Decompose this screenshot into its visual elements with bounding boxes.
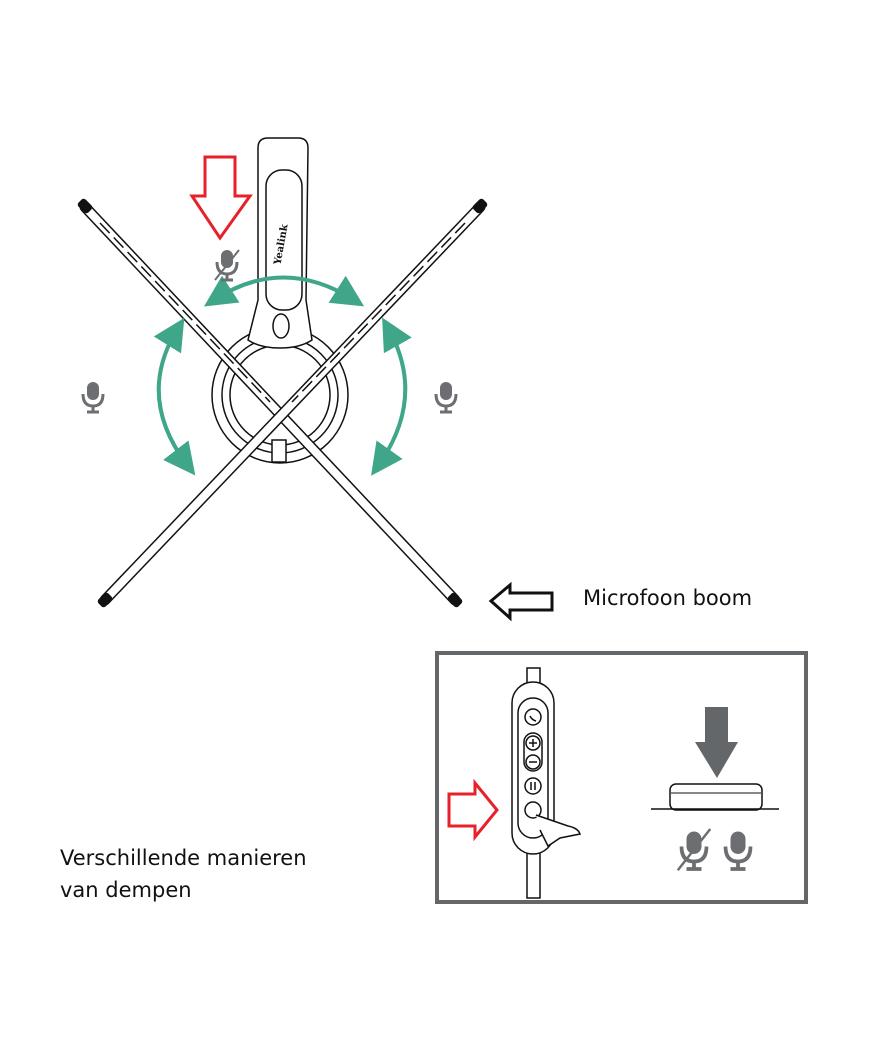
- mic-icon: [81, 380, 105, 414]
- microphone-boom-label: Microfoon boom: [583, 586, 753, 610]
- mute-button-illustration: [651, 707, 779, 811]
- mute-methods-label-line2: van dempen: [60, 878, 192, 902]
- mic-muted-icon: [676, 828, 712, 872]
- headset-arm: Yealink: [247, 137, 313, 349]
- voice-icon: [524, 777, 542, 795]
- boom-tips: [77, 198, 488, 608]
- rotation-arrows: [153, 275, 412, 476]
- red-right-arrow: [447, 778, 499, 842]
- inline-remote: [511, 667, 581, 899]
- mic-icon: [434, 380, 458, 414]
- microphone-boom-right: [99, 201, 486, 606]
- phone-icon: [524, 708, 542, 726]
- mute-icon: [524, 801, 542, 819]
- mic-muted-icon: [214, 248, 240, 282]
- red-down-arrow: [189, 155, 253, 241]
- inset-panel: [435, 651, 808, 904]
- black-left-arrow: [488, 581, 554, 622]
- microphone-boom-left: [79, 201, 461, 606]
- mute-methods-label-line1: Verschillende manieren: [60, 846, 307, 870]
